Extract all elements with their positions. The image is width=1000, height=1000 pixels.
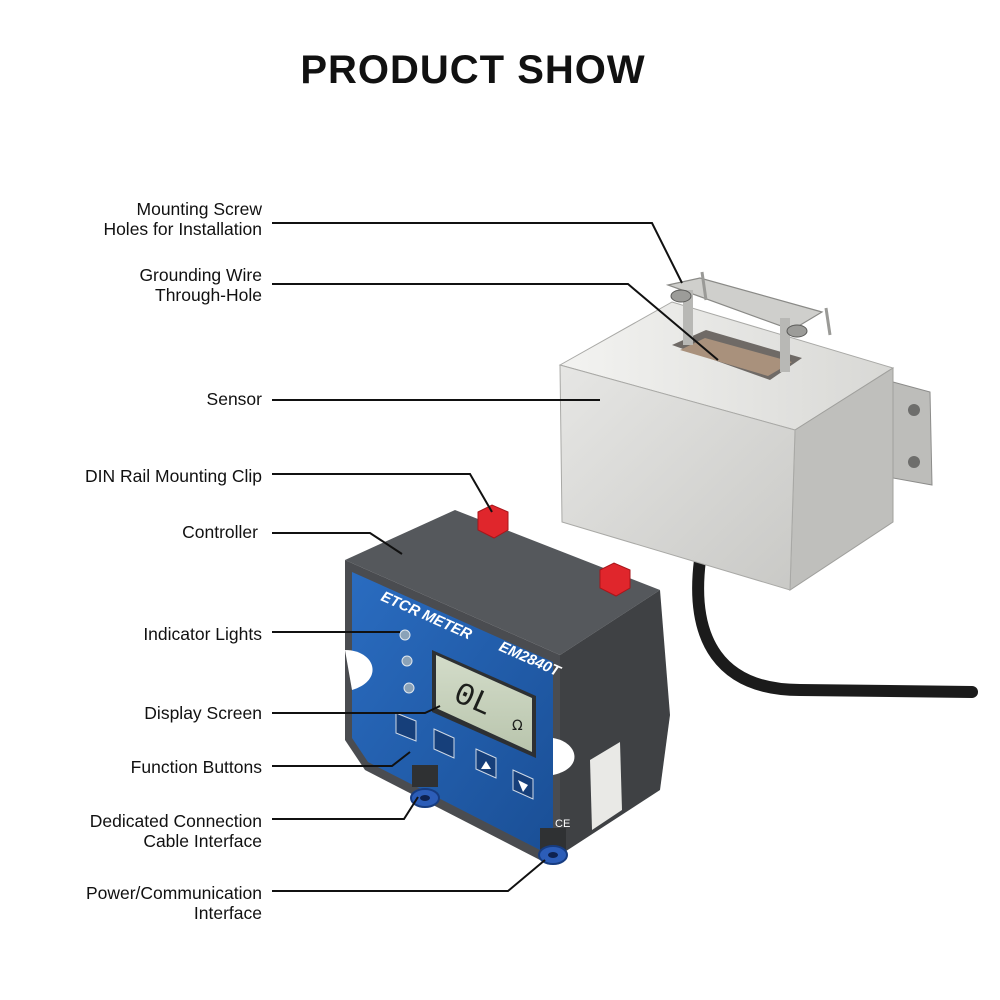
indicator-light (403, 682, 415, 694)
side-label (590, 742, 622, 830)
controller-side (560, 590, 670, 855)
label-connection-cable: Dedicated Connection Cable Interface (89, 811, 262, 851)
callout-controller (272, 532, 403, 555)
controller-top (345, 510, 660, 655)
callout-function-buttons (272, 751, 411, 767)
label-display-screen: Display Screen (144, 703, 262, 723)
label-function-buttons: Function Buttons (130, 757, 262, 777)
callout-power-comm (272, 859, 546, 892)
chevron-up-icon (481, 761, 491, 769)
controller: ETCR METER EM2840T 0L Ω CE (345, 504, 670, 865)
mounting-bridge (665, 277, 824, 331)
callout-lines (272, 222, 719, 892)
screw-icon (670, 289, 692, 303)
indicator-light (399, 629, 411, 641)
page-title: PRODUCT SHOW (300, 48, 646, 92)
indicator-light (401, 655, 413, 667)
side-bracket (892, 381, 933, 486)
label-din-rail: DIN Rail Mounting Clip (84, 466, 262, 486)
label-power-comm: Power/Communication Interface (85, 883, 262, 923)
ce-mark: CE (555, 818, 570, 830)
label-indicator-lights: Indicator Lights (143, 624, 262, 644)
bracket-hole-icon (908, 404, 920, 416)
callout-display-screen (272, 705, 441, 714)
display-screen (436, 655, 532, 752)
label-grounding-wire: Grounding Wire Through-Hole (139, 265, 262, 305)
label-controller: Controller (182, 522, 258, 542)
function-button[interactable] (433, 728, 455, 759)
callout-din-rail (272, 473, 493, 513)
din-rail-clip (599, 562, 631, 597)
label-sensor: Sensor (206, 389, 262, 409)
bracket-hole-icon (908, 456, 920, 468)
callout-mounting-screw (272, 222, 683, 284)
label-mounting-screw: Mounting Screw Holes for Installation (103, 199, 262, 239)
function-button[interactable] (395, 712, 417, 742)
sensor-front-face (559, 364, 796, 591)
screen-unit: Ω (512, 718, 523, 734)
callout-connection-cable (272, 796, 419, 820)
chevron-down-icon (518, 780, 528, 792)
din-rail-clip (477, 504, 509, 539)
sensor-cable (692, 554, 978, 698)
callout-grounding-wire (272, 283, 719, 361)
screw-icon (786, 324, 808, 338)
sensor (558, 271, 978, 698)
